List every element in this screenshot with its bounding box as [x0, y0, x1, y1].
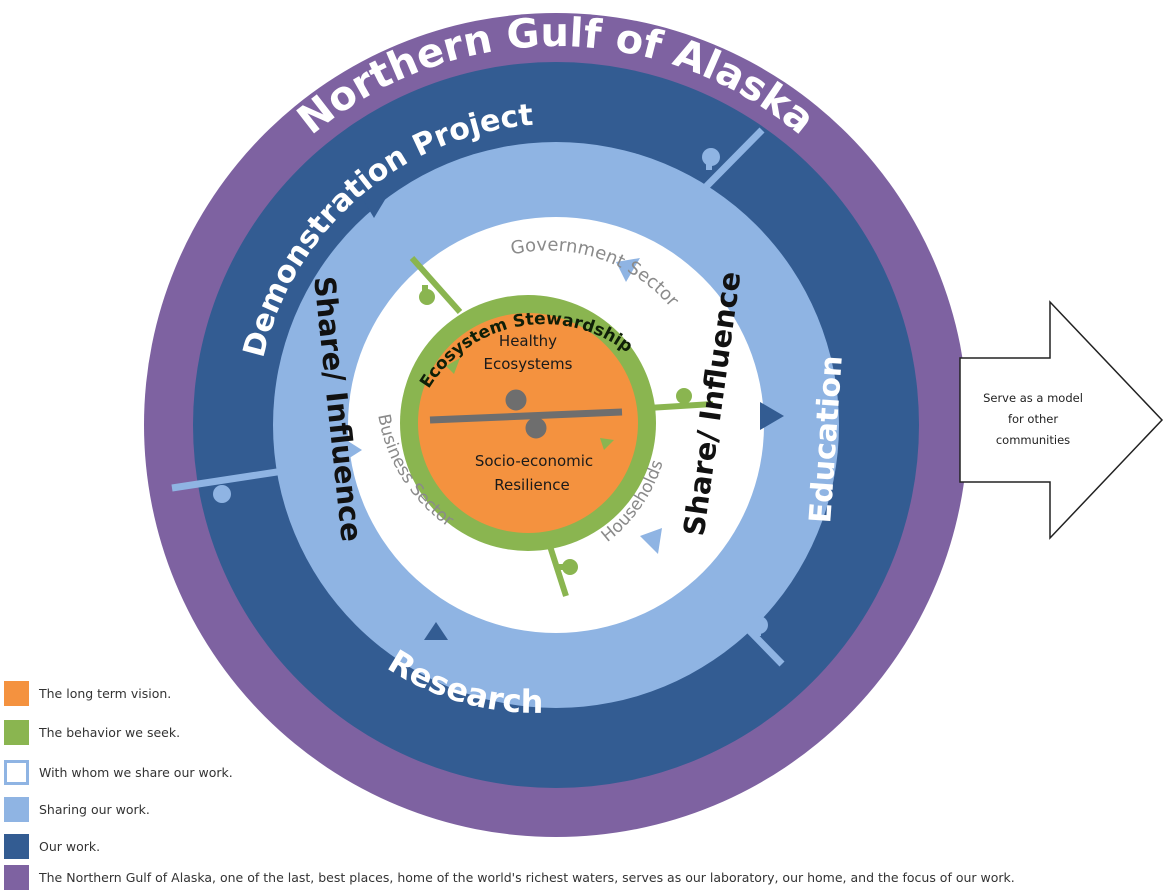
legend-label-sharing: Sharing our work. [39, 801, 150, 817]
resilience-line-1: Socio-economic [475, 452, 593, 470]
behavior-arrows [446, 358, 614, 450]
legend-swatch-gulf [4, 864, 29, 890]
work-separators [171, 127, 785, 667]
legend-swatch-sectors [4, 759, 29, 785]
legend-label-sectors: With whom we share our work. [39, 764, 233, 780]
legend-item-gulf: The Northern Gulf of Alaska, one of the … [4, 864, 1015, 890]
model-arrow-line-3: communities [996, 433, 1070, 447]
legend-swatch-behavior [4, 719, 29, 745]
work-arrows [362, 198, 784, 640]
balance-beam [429, 389, 623, 439]
model-arrow [959, 300, 1164, 540]
healthy-ecosystems-line-2: Ecosystems [484, 355, 573, 373]
healthy-ecosystems-line-1: Healthy [499, 332, 557, 350]
legend-item-behavior: The behavior we seek. [4, 719, 180, 745]
legend-label-vision: The long term vision. [39, 685, 172, 701]
legend-label-behavior: The behavior we seek. [39, 724, 181, 740]
model-arrow-line-1: Serve as a model [983, 391, 1083, 405]
legend-label-work: Our work. [39, 838, 101, 854]
legend-item-work: Our work. [4, 833, 100, 859]
share-arrows [340, 258, 662, 554]
model-arrow-line-2: for other [1008, 412, 1058, 426]
legend-swatch-vision [4, 680, 29, 706]
legend-item-sectors: With whom we share our work. [4, 759, 233, 785]
legend-item-vision: The long term vision. [4, 680, 171, 706]
legend-swatch-work [4, 833, 29, 859]
legend-label-gulf: The Northern Gulf of Alaska, one of the … [39, 869, 1015, 885]
legend-swatch-sharing [4, 796, 29, 822]
work-separator-knobs [213, 148, 768, 636]
sector-separator-knobs [419, 285, 692, 575]
legend-item-sharing: Sharing our work. [4, 796, 150, 822]
resilience-line-2: Resilience [494, 476, 570, 494]
